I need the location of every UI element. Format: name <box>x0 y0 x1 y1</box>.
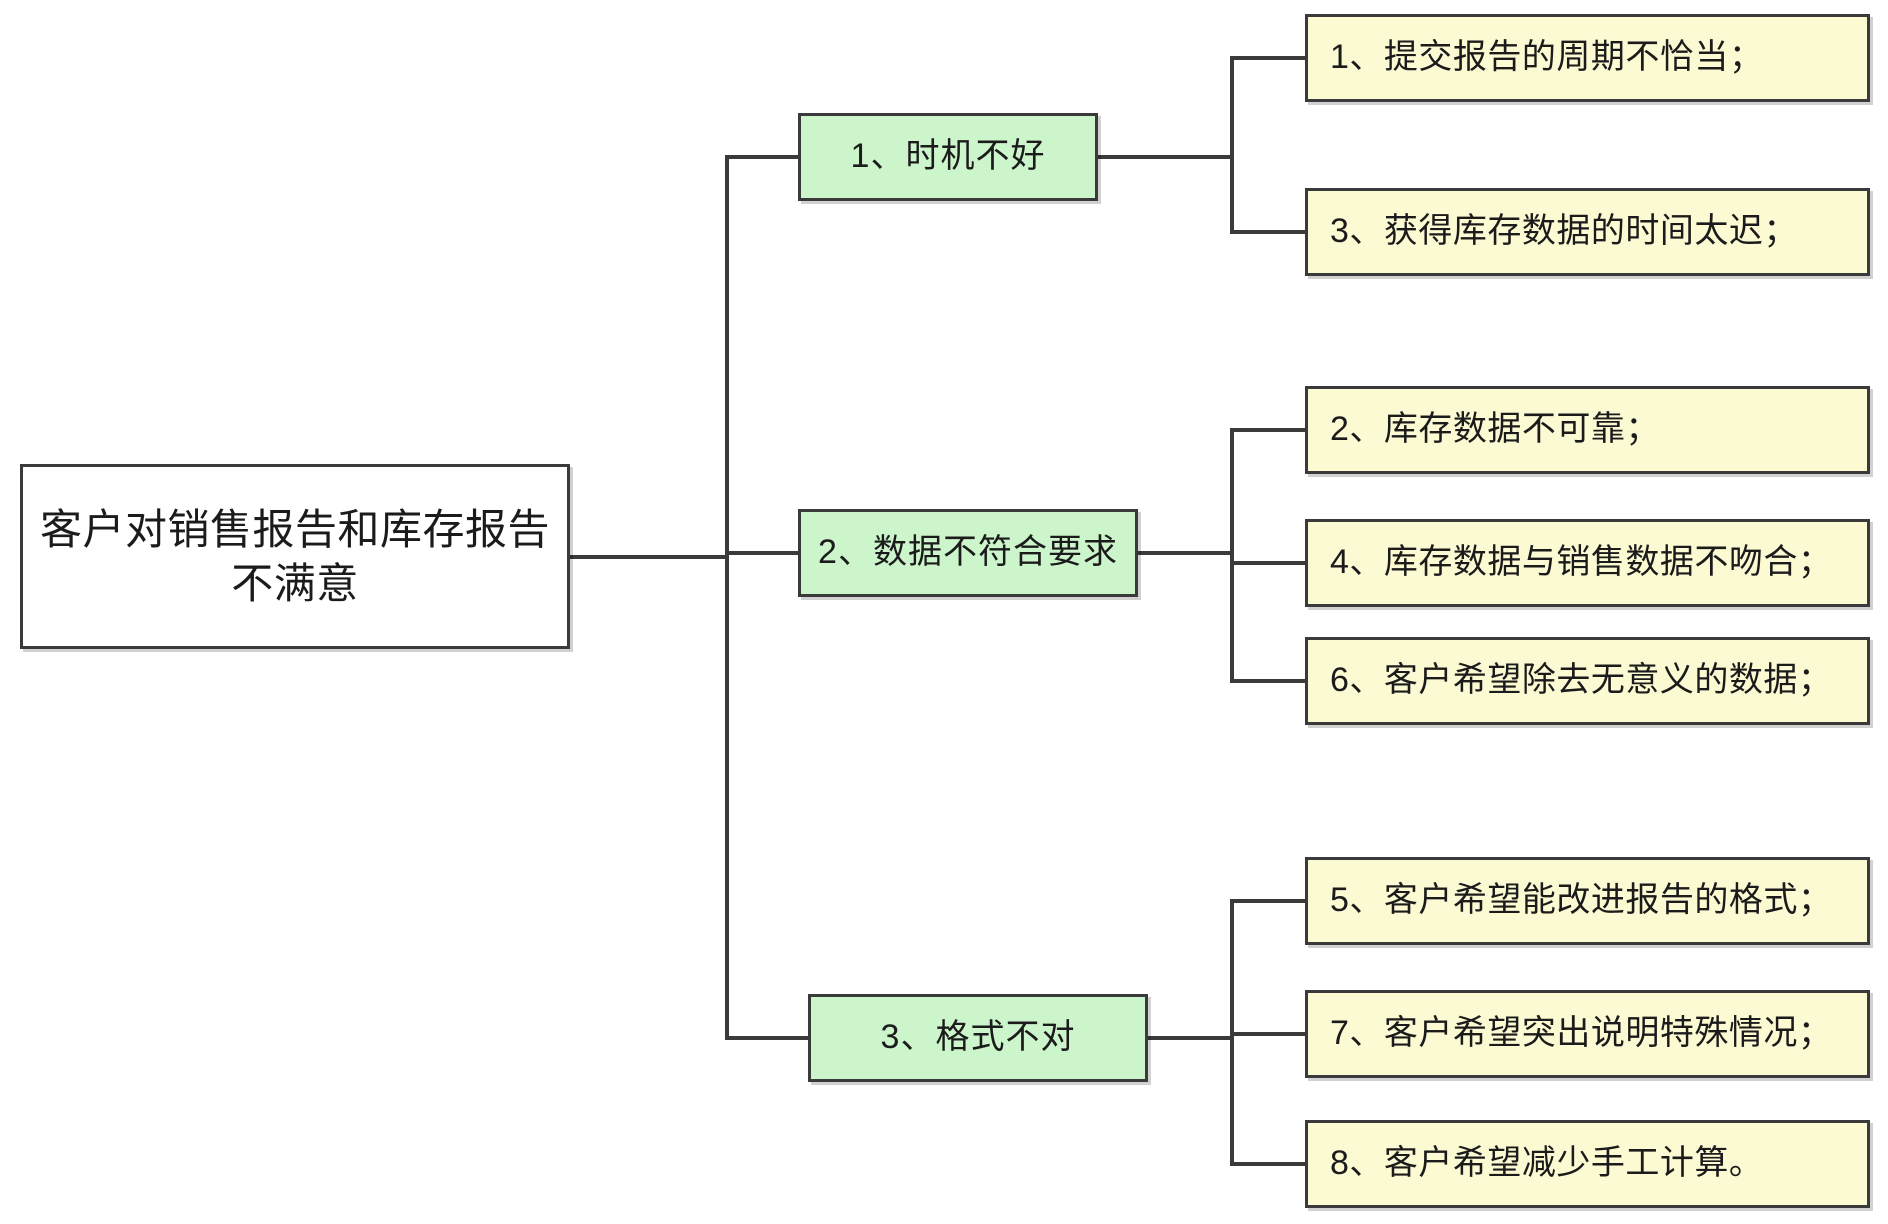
leaf-node-3[interactable]: 3、获得库存数据的时间太迟； <box>1305 188 1870 276</box>
leaf-node-5-label: 5、客户希望能改进报告的格式； <box>1330 881 1833 920</box>
leaf-node-5[interactable]: 5、客户希望能改进报告的格式； <box>1305 857 1870 945</box>
leaf-node-7[interactable]: 7、客户希望突出说明特殊情况； <box>1305 990 1870 1078</box>
leaf-node-2-label: 2、库存数据不可靠； <box>1330 410 1660 449</box>
category-node-2[interactable]: 2、数据不符合要求 <box>798 509 1138 597</box>
category-node-3[interactable]: 3、格式不对 <box>808 994 1148 1082</box>
leaf-node-3-label: 3、获得库存数据的时间太迟； <box>1330 212 1798 251</box>
category-node-3-label: 3、格式不对 <box>880 1018 1076 1057</box>
root-node-label: 客户对销售报告和库存报告 不满意 <box>39 505 550 607</box>
category-node-1[interactable]: 1、时机不好 <box>798 113 1098 201</box>
leaf-node-8-label: 8、客户希望减少手工计算。 <box>1330 1144 1764 1183</box>
leaf-node-4-label: 4、库存数据与销售数据不吻合； <box>1330 543 1833 582</box>
leaf-node-4[interactable]: 4、库存数据与销售数据不吻合； <box>1305 519 1870 607</box>
leaf-node-1[interactable]: 1、提交报告的周期不恰当； <box>1305 14 1870 102</box>
leaf-node-6-label: 6、客户希望除去无意义的数据； <box>1330 661 1833 700</box>
leaf-node-2[interactable]: 2、库存数据不可靠； <box>1305 386 1870 474</box>
category-node-2-label: 2、数据不符合要求 <box>818 533 1118 572</box>
category-node-1-label: 1、时机不好 <box>850 137 1046 176</box>
leaf-node-1-label: 1、提交报告的周期不恰当； <box>1330 38 1764 77</box>
leaf-node-6[interactable]: 6、客户希望除去无意义的数据； <box>1305 637 1870 725</box>
root-node[interactable]: 客户对销售报告和库存报告 不满意 <box>20 464 570 649</box>
leaf-node-8[interactable]: 8、客户希望减少手工计算。 <box>1305 1120 1870 1208</box>
leaf-node-7-label: 7、客户希望突出说明特殊情况； <box>1330 1014 1833 1053</box>
